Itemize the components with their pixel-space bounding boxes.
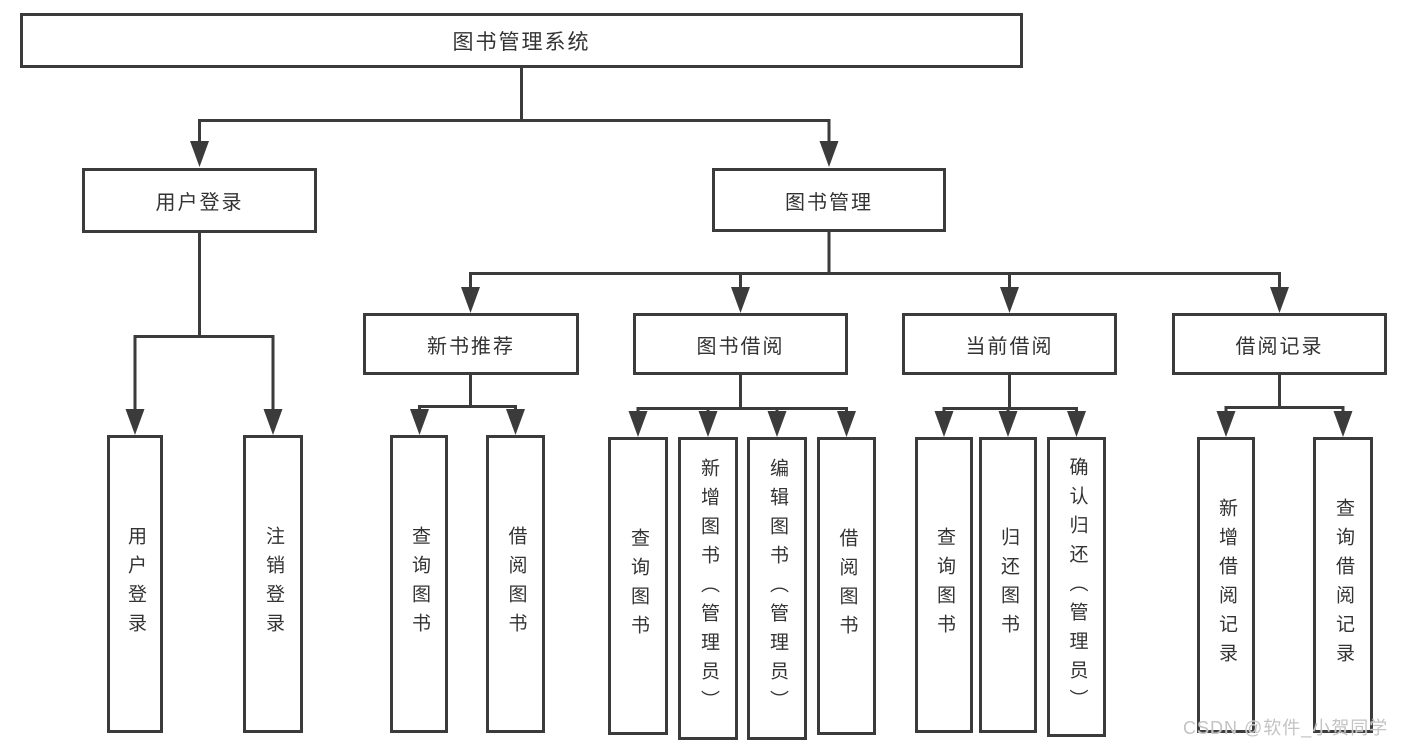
arrowheads [125, 141, 1353, 437]
node-user-login: 用户登录 [82, 168, 317, 233]
leaf-current-confirm-return-admin: 确认归还（管理员） [1047, 437, 1106, 737]
leaf-borrowing-add-books-admin: 新增图书（管理员） [678, 437, 738, 740]
leaf-logout: 注销登录 [243, 435, 303, 733]
node-new-book-recommendation: 新书推荐 [363, 313, 579, 375]
leaf-borrowing-borrow-books: 借阅图书 [817, 437, 876, 735]
node-borrowing-records: 借阅记录 [1172, 313, 1387, 375]
leaf-current-query-books: 查询图书 [915, 437, 973, 733]
node-book-management: 图书管理 [712, 168, 946, 232]
leaf-borrowing-query-books: 查询图书 [608, 437, 668, 735]
leaf-user-login: 用户登录 [107, 435, 163, 733]
csdn-watermark: CSDN @软件_小贺同学 [1183, 718, 1389, 738]
leaf-records-add-borrow-record: 新增借阅记录 [1197, 437, 1255, 733]
leaf-newbooks-borrow-books: 借阅图书 [486, 435, 545, 733]
leaf-current-return-books: 归还图书 [979, 437, 1037, 733]
node-book-borrowing: 图书借阅 [633, 313, 848, 375]
leaf-borrowing-edit-books-admin: 编辑图书（管理员） [747, 437, 807, 740]
leaf-newbooks-query-books: 查询图书 [390, 435, 448, 733]
node-current-borrowing: 当前借阅 [902, 313, 1117, 375]
leaf-records-query-borrow-record: 查询借阅记录 [1313, 437, 1373, 733]
node-root-library-management-system: 图书管理系统 [20, 13, 1023, 68]
